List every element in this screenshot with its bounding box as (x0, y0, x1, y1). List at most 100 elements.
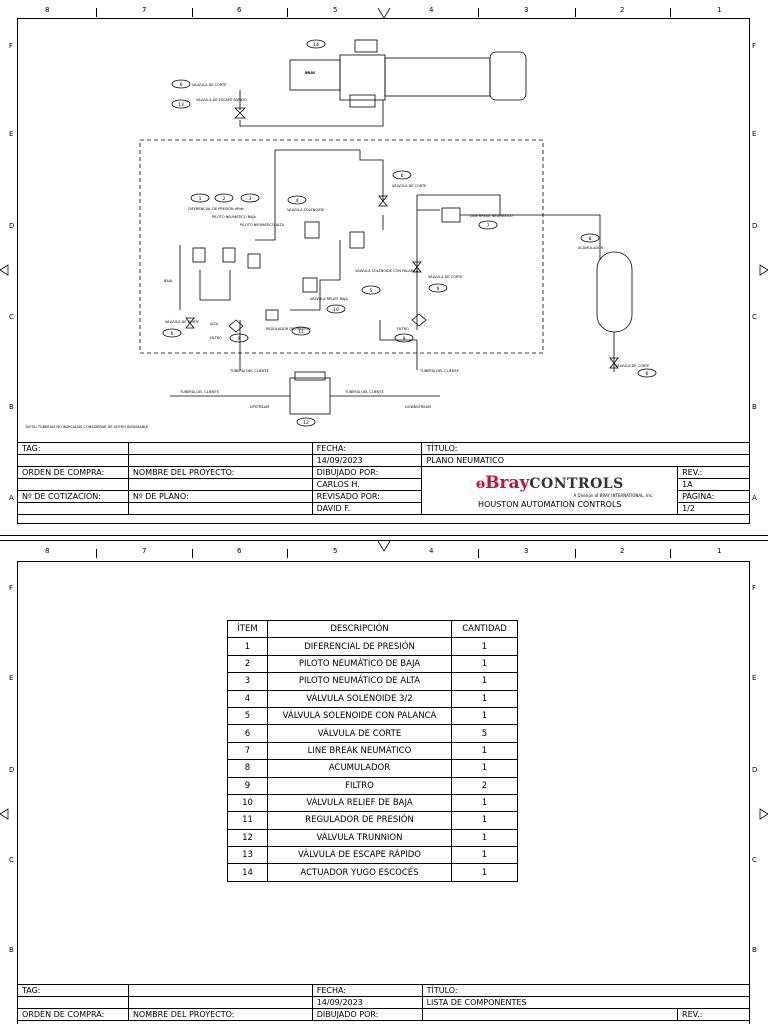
callout-7: 7 (487, 223, 490, 229)
item-cell: 13 (227, 846, 268, 865)
ruler-letter: A (752, 494, 757, 502)
brand-logo-partial (421, 1008, 679, 1021)
description-cell: FILTRO (267, 776, 452, 795)
item-cell: 8 (227, 759, 268, 778)
description-cell: VÁLVULA TRUNNION (267, 828, 452, 848)
titulo-label: TÍTULO: (421, 984, 751, 997)
ruler-number: 2 (620, 6, 625, 14)
description-cell: VÁLVULA DE ESCAPE RÁPIDO (267, 846, 452, 865)
orden-label: ORDEN DE COMPRA: (17, 1008, 129, 1021)
description-cell: DIFERENCIAL DE PRESIÓN (267, 637, 452, 656)
ruler-letter: B (752, 946, 757, 954)
description-cell: ACUMULADOR (267, 759, 452, 778)
top-ruler: 8 7 6 5 4 3 2 1 (0, 0, 768, 18)
ruler-letter: D (752, 222, 758, 230)
ruler-letter: E (9, 130, 14, 138)
label-alta: ALTA (210, 322, 219, 326)
description-cell: PILOTO NEUMÁTICO DE ALTA (267, 672, 452, 691)
fecha-value: 14/09/2023 (311, 454, 423, 467)
rev-label: REV.: (677, 466, 750, 479)
label-line-break: LINE BREAK NEUMÁTICO (470, 213, 513, 218)
callout-12: 12 (303, 420, 309, 426)
callout-6: 6 (646, 371, 649, 377)
quantity-cell: 1 (451, 846, 518, 865)
item-cell: 6 (227, 724, 268, 743)
ruler-letter: E (752, 130, 757, 138)
ruler-number: 1 (717, 6, 722, 14)
ruler-number: 8 (45, 547, 50, 555)
callout-11: 11 (298, 329, 304, 335)
ruler-letter: C (752, 313, 757, 321)
callout-13: 13 (178, 102, 184, 108)
ruler-letter: C (9, 856, 14, 864)
item-cell: 9 (227, 776, 268, 795)
pagina-label: PÁGINA: (677, 490, 750, 503)
actuator-brand: BRAY (305, 71, 316, 75)
description-cell: VÁLVULA DE CORTE (267, 724, 452, 743)
tag-label: TAG: (17, 442, 129, 455)
label-relief: VÁLVULA RELIEF BAJA (310, 296, 348, 301)
drawing-frame (17, 561, 750, 1024)
titulo-label: TÍTULO: (421, 442, 750, 455)
ruler-number: 3 (524, 547, 529, 555)
ruler-number: 5 (333, 547, 338, 555)
quantity-cell: 2 (451, 776, 518, 795)
ruler-number: 2 (620, 547, 625, 555)
ruler-letter: E (9, 674, 14, 682)
column-header: CANTIDAD (451, 619, 518, 639)
callout-8: 8 (589, 236, 592, 242)
description-cell: ACTUADOR YUGO ESCOCÉS (267, 863, 452, 882)
quantity-cell: 1 (451, 828, 518, 848)
callout-2: 2 (223, 196, 226, 202)
item-cell: 4 (227, 689, 268, 708)
quantity-cell: 1 (451, 637, 518, 656)
quantity-cell: 1 (451, 793, 518, 813)
ruler-letter: E (752, 674, 757, 682)
ruler-number: 1 (717, 547, 722, 555)
item-cell: 5 (227, 706, 268, 726)
quantity-cell: 5 (451, 724, 518, 743)
label-regulador: REGULADOR DE PRESIÓN (266, 326, 311, 331)
drawing-frame (17, 18, 750, 524)
ruler-letter: F (9, 584, 14, 592)
title-block: TAG: FECHA: TÍTULO: 14/09/2023 PLANO NEU… (17, 442, 750, 515)
ruler-letter: F (752, 584, 757, 592)
ruler-letter: B (9, 946, 14, 954)
company-name: HOUSTON AUTOMATION CONTROLS (478, 499, 622, 509)
callout-10: 10 (333, 307, 339, 313)
dibujado-value: CARLOS H. (311, 478, 423, 491)
sheet-component-list: 8 7 6 5 4 3 2 1 F E D C B F E D C B (0, 541, 768, 1024)
titulo-value: LISTA DE COMPONENTES (421, 996, 751, 1009)
cotizacion-label: Nº DE COTIZACIÓN: (17, 490, 129, 503)
ruler-number: 6 (237, 547, 242, 555)
fecha-label: FECHA: (311, 984, 423, 997)
quantity-cell: 1 (451, 672, 518, 691)
description-cell: LINE BREAK NEUMÁTICO (267, 741, 452, 761)
quantity-cell: 1 (451, 654, 518, 674)
label-valvula-escape: VÁLVULA DE ESCAPE RÁPIDO (196, 97, 247, 102)
sheet-pneumatic-plan: 8 7 6 5 4 3 2 1 F E D C B A F E D C B A (0, 0, 768, 524)
callout-6: 6 (437, 286, 440, 292)
callout-4: 4 (296, 198, 299, 204)
label-valvula-corte: VÁLVULA DE CORTE (392, 183, 426, 188)
ruler-letter: D (9, 766, 15, 774)
ruler-letter: F (752, 42, 757, 50)
dibujado-label: DIBUJADO POR: (311, 466, 423, 479)
tag-label: TAG: (17, 984, 129, 997)
item-cell: 11 (227, 811, 268, 830)
description-cell: VÁLVULA RELIEF DE BAJA (267, 793, 452, 813)
ruler-number: 4 (429, 6, 434, 14)
column-header: ÍTEM (227, 619, 268, 639)
ruler-number: 4 (429, 547, 434, 555)
ruler-letter: B (752, 403, 757, 411)
quantity-cell: 1 (451, 689, 518, 708)
titulo-value: PLANO NEUMATICO (421, 454, 750, 467)
table-header-row: ÍTEM DESCRIPCIÓN CANTIDAD (227, 619, 518, 639)
